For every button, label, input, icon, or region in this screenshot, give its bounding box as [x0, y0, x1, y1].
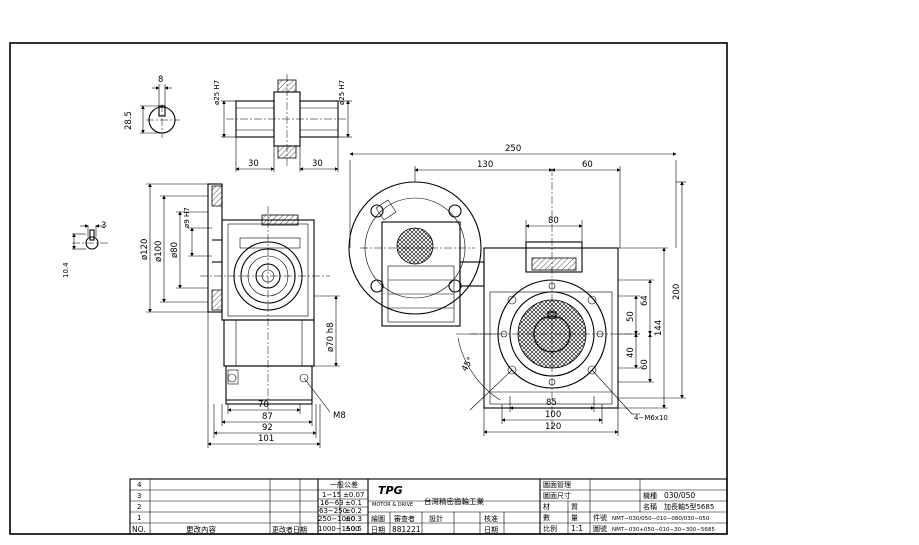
- rev-mark-4: 4: [137, 481, 142, 489]
- model-label: 機種: [643, 491, 657, 500]
- model-value: 030/050: [664, 491, 695, 500]
- tol-val-1: ±0.07: [343, 491, 364, 499]
- tol-val-4: ±0.3: [345, 515, 362, 523]
- shaft-len-right: 30: [312, 159, 323, 169]
- date2-label: 日期: [484, 526, 498, 534]
- key-height-label: 28.5: [124, 111, 134, 130]
- front-d100: 100: [545, 410, 561, 420]
- front-d60right: 60: [640, 359, 650, 370]
- side-w70: 70: [258, 400, 269, 410]
- worm-input-crosshatch: [396, 227, 434, 265]
- rev-content-header: 更改內容: [186, 524, 216, 534]
- front-angle-45: 45°: [460, 355, 476, 373]
- approve-label: 核准: [484, 514, 498, 523]
- part-label: 名稱: [643, 502, 657, 511]
- tol-val-2: ±0.1: [345, 499, 362, 507]
- side-d70h8: ø70 h8: [326, 322, 336, 352]
- front-d250: 250: [505, 144, 521, 154]
- tol-range-4: 250−1000: [318, 515, 355, 523]
- tb-r1: 圖面管理: [543, 480, 571, 489]
- drawno-label: 圖號: [593, 524, 607, 533]
- rev-mark-1: 1: [137, 514, 141, 522]
- front-d130: 130: [477, 160, 493, 170]
- side-d120: ø120: [140, 239, 150, 260]
- shaft-len-left: 30: [248, 159, 259, 169]
- audit-label: 審查者: [394, 514, 415, 523]
- date-label: 日期: [371, 526, 385, 534]
- side-key-3: 3: [101, 221, 106, 231]
- title-block: 4 3 2 1 NO. 更改內容 更改者日期 一般公差 1−15 ±0.07 1…: [129, 478, 728, 535]
- front-d85: 85: [546, 398, 557, 408]
- partno-label: 件號: [593, 513, 607, 522]
- tb-r4b: 量: [571, 514, 578, 522]
- front-d50: 50: [626, 311, 636, 322]
- rev-mark-2: 2: [137, 503, 141, 511]
- tol-header: 一般公差: [330, 480, 358, 489]
- draw-label: 繪圖: [371, 514, 385, 523]
- side-d9h7: ø9 H7: [183, 207, 191, 228]
- tb-r4a: 數: [543, 513, 550, 522]
- partno-value: NMT−030/050−010−080/030−050: [612, 516, 710, 522]
- tb-r2: 圖面尺寸: [543, 491, 571, 500]
- date-value: 881221: [392, 525, 421, 534]
- tol-val-5: ±0.5: [345, 525, 362, 533]
- rev-no-header: NO.: [132, 525, 146, 534]
- side-w101: 101: [258, 434, 274, 444]
- front-d120: 120: [545, 422, 561, 432]
- side-w92: 92: [262, 423, 273, 433]
- sheet-border: [9, 42, 728, 535]
- company-logo-sub: MOTOR & DRIVE: [372, 502, 413, 508]
- shaft-dia-left: ø25 H7: [213, 80, 221, 105]
- company-name: 台灣精密齒輪工業: [424, 496, 484, 506]
- design-label: 設計: [429, 514, 443, 523]
- side-d80: ø80: [170, 242, 180, 258]
- tb-r5a: 比例: [543, 524, 557, 533]
- tb-r3a: 材: [543, 502, 550, 511]
- tb-r3b: 質: [571, 502, 578, 511]
- drawno-value: NMT−030+050−010−30−300−5685: [612, 527, 715, 533]
- front-d144: 144: [654, 320, 664, 336]
- side-w87: 87: [262, 412, 273, 422]
- company-logo: TPG: [378, 484, 403, 497]
- tol-range-2: 16−63: [320, 499, 344, 507]
- side-d100: ø100: [154, 241, 164, 262]
- side-key-104: 10.4: [62, 262, 70, 278]
- front-d200: 200: [672, 284, 682, 300]
- front-d80: 80: [548, 216, 559, 226]
- tol-range-1: 1−15: [322, 491, 341, 499]
- key-width-label: 8: [158, 75, 163, 85]
- tol-range-3: 63−250: [319, 507, 347, 515]
- front-d40: 40: [626, 347, 636, 358]
- front-view: 250 130 60 80 50 64 144 200 40 60: [348, 144, 686, 436]
- side-view: 3 10.4 ø120 ø100 ø80 ø9 H7 ø70 h8 70: [62, 183, 346, 448]
- side-m8-label: M8: [333, 411, 346, 421]
- rev-mark-3: 3: [137, 492, 141, 500]
- rev-date-header: 更改者日期: [272, 525, 307, 534]
- tb-r5b: 1:1: [571, 524, 583, 533]
- shaft-view: 8 28.5 ø25 H7 ø25 H7 3: [124, 74, 352, 172]
- part-value: 加長軸5型5685: [664, 502, 714, 511]
- front-d60top: 60: [582, 160, 593, 170]
- tol-val-3: ±0.2: [345, 507, 362, 515]
- tol-range-5: 1000−1500: [318, 525, 360, 533]
- front-bolts-label: 4−M6x10: [634, 414, 668, 422]
- front-d64: 64: [640, 295, 650, 306]
- shaft-dia-right: ø25 H7: [338, 80, 346, 105]
